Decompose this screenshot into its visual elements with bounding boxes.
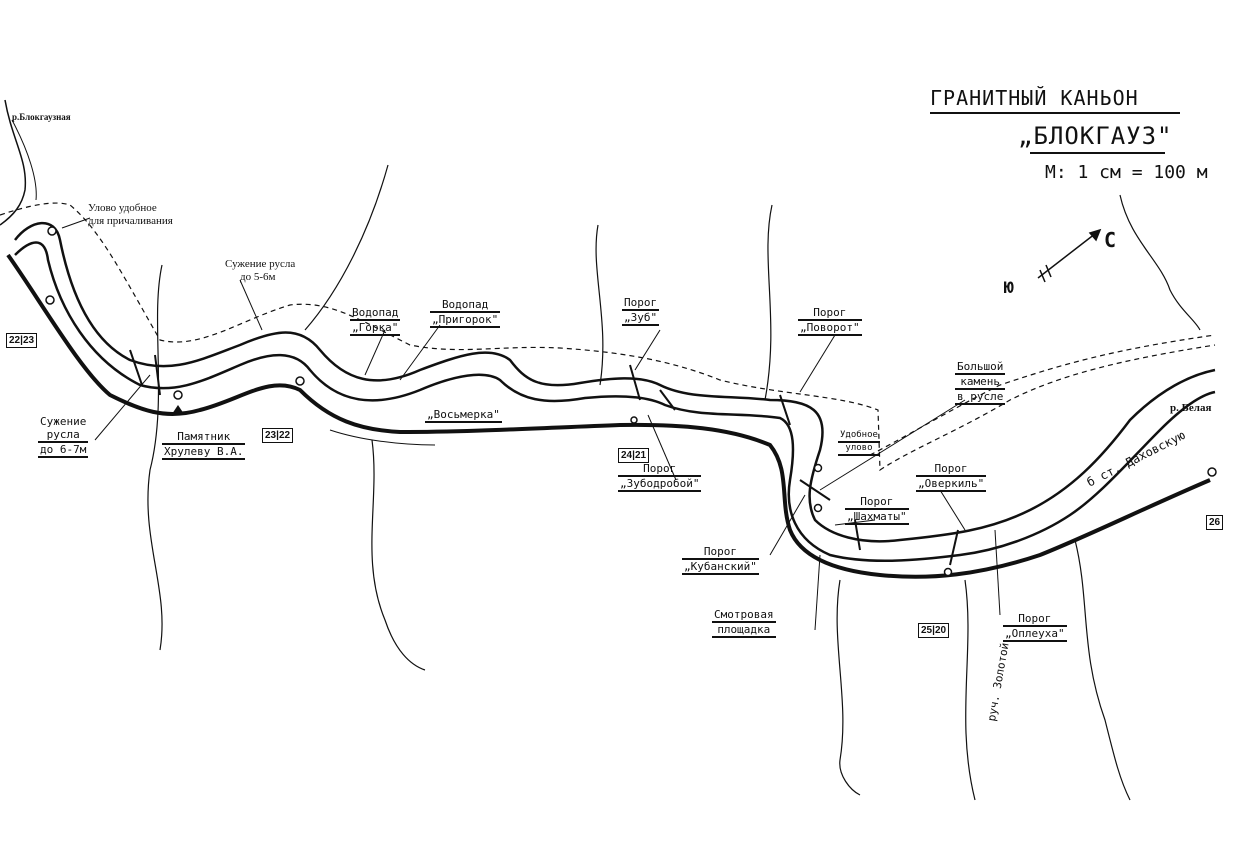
- narrow-note-line1: Сужение русла: [225, 258, 296, 270]
- label-vosmerka: „Восьмерка": [425, 408, 502, 423]
- label-zubodroboy: Порог „Зубодробой": [618, 462, 702, 492]
- river-belaya-label: р. Белая: [1170, 402, 1212, 414]
- label-overkil: Порог „Оверкиль": [916, 462, 987, 492]
- river-blokgauznaya-label: р.Блокгаузная: [12, 112, 71, 122]
- km-marker-3: 24|21: [618, 448, 650, 463]
- blokgauznaya-river: [0, 99, 27, 226]
- label-gorka: Водопад „Горка": [350, 306, 401, 336]
- canyon-edge-top: [0, 202, 1216, 472]
- river-channel-bottom: [14, 241, 1216, 563]
- map-title: ГРАНИТНЫЙ КАНЬОН: [930, 86, 1139, 110]
- label-zub: Порог „Зуб": [622, 296, 660, 326]
- compass-arrow-icon: [1037, 228, 1102, 283]
- label-ulovo-right: Удобное улово: [838, 430, 880, 456]
- label-monument: Памятник Хрулеву В.А.: [162, 430, 246, 460]
- river-channel-top: [14, 221, 1216, 543]
- label-kubansky: Порог „Кубанский": [682, 545, 759, 575]
- narrow-note-line2: до 5-6м: [240, 271, 276, 283]
- river-bank-thick: [6, 253, 1211, 579]
- label-povorot: Порог „Поворот": [798, 306, 862, 336]
- label-narrow2: Сужение русла до 6-7м: [38, 415, 89, 458]
- label-ploshchadka: Смотровая площадка: [712, 608, 776, 638]
- ulovo-note-line2: для причаливания: [88, 215, 173, 227]
- label-opleukha: Порог „Оплеуха": [1003, 612, 1067, 642]
- label-shakhmaty: Порог „Шахматы": [845, 495, 909, 525]
- compass-north: С: [1104, 228, 1117, 252]
- km-marker-5: 26: [1206, 515, 1224, 530]
- map-subtitle: „БЛОКГАУЗ": [1018, 122, 1173, 150]
- map-scale: М: 1 см = 100 м: [1045, 162, 1208, 183]
- ulovo-note-line1: Улово удобное: [88, 202, 157, 214]
- km-marker-2: 23|22: [262, 428, 294, 443]
- compass-south: Ю: [1004, 278, 1014, 297]
- label-prigorok: Водопад „Пригорок": [430, 298, 501, 328]
- km-marker-1: 22|23: [6, 333, 38, 348]
- label-kamen: Большой камень в русле: [955, 360, 1006, 405]
- km-marker-4: 25|20: [918, 623, 950, 638]
